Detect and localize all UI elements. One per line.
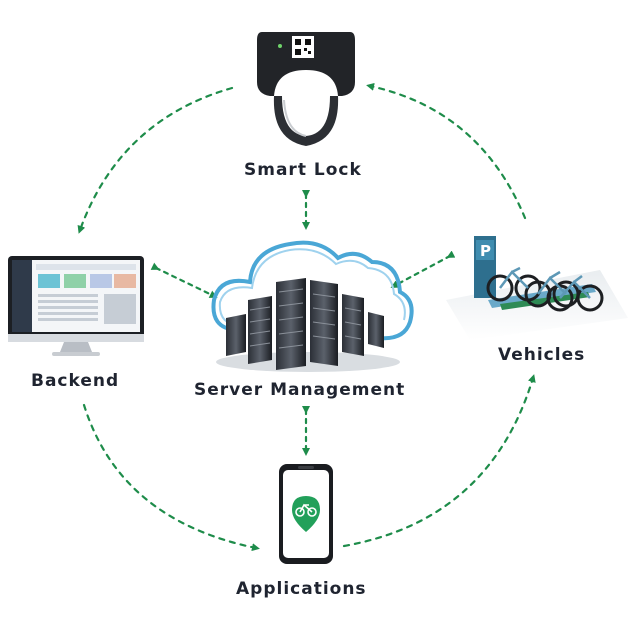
server-management-label: Server Management bbox=[194, 380, 406, 400]
applications-label: Applications bbox=[236, 579, 367, 599]
arrow-lock-to-backend bbox=[77, 86, 234, 234]
link-backend-server bbox=[150, 262, 218, 298]
cloud-server-icon bbox=[211, 240, 414, 372]
vehicles-label: Vehicles bbox=[498, 345, 586, 365]
arrow-apps-to-vehicles bbox=[342, 374, 536, 548]
bike-station-icon: P bbox=[446, 236, 628, 340]
smartphone-icon bbox=[279, 464, 333, 564]
cycle-arrows bbox=[77, 82, 536, 552]
backend-label: Backend bbox=[31, 371, 120, 391]
smart-lock-label: Smart Lock bbox=[244, 160, 362, 180]
svg-text:P: P bbox=[480, 242, 491, 260]
monitor-icon bbox=[8, 256, 144, 356]
link-vehicles-server bbox=[390, 250, 456, 288]
smart-lock-icon bbox=[257, 32, 355, 146]
server-links bbox=[150, 190, 456, 456]
arrow-backend-to-apps bbox=[82, 403, 260, 552]
arrow-vehicles-to-lock bbox=[366, 82, 527, 220]
